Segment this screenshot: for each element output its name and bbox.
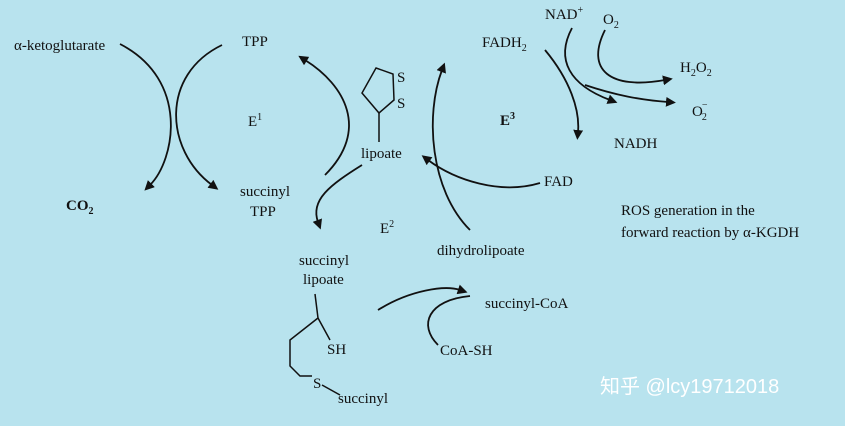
succinyl-tpp-label-line2: TPP (250, 204, 276, 220)
s-succinyl-label: succinyl (338, 391, 388, 407)
nad-label: NAD+ (545, 5, 584, 23)
ros-caption-line1: ROS generation in the (621, 203, 755, 219)
fad-label: FAD (544, 174, 573, 190)
fadh2-label: FADH2 (482, 35, 527, 54)
e3-dihydrolipoate-arc (431, 62, 471, 231)
succinyl-s-label: S (313, 376, 321, 392)
succinyl-lipoate-label-line2: lipoate (303, 272, 344, 288)
e3-fad-arc (421, 155, 541, 189)
lipoate-label: lipoate (361, 146, 402, 162)
succinyl-lipoate-label-line1: succinyl (299, 253, 349, 269)
coa-sh-label: CoA-SH (440, 343, 493, 359)
e1-tpp-arc (175, 44, 223, 190)
ros-caption-line2: forward reaction by α-KGDH (621, 225, 799, 241)
fadh2-to-fad-arc (544, 49, 584, 140)
succinyl-tpp-label-line1: succinyl (240, 184, 290, 200)
o2-label: O2 (603, 12, 619, 31)
succinyl-coa-arc (377, 284, 468, 311)
dihydrolipoate-label: dihydrolipoate (437, 243, 525, 259)
lipoate-sulfur-2: S (397, 96, 405, 112)
succinyl-coa-label: succinyl-CoA (485, 296, 568, 312)
co2-label: CO2 (66, 198, 94, 217)
nad-to-nadh-arc (564, 27, 618, 104)
tpp-label: TPP (242, 34, 268, 50)
superoxide-label: O2− (692, 100, 708, 123)
lipoate-sulfur-1: S (397, 70, 405, 86)
e1-substrate-arc (119, 43, 172, 191)
e2-label: E2 (380, 219, 394, 237)
o2-to-superoxide-arc (584, 84, 676, 107)
coa-sh-arc (427, 295, 471, 346)
tpp-regeneration-arc (298, 55, 350, 176)
nadh-label: NADH (614, 136, 657, 152)
sh-label: SH (327, 342, 346, 358)
e3-label: E3 (500, 111, 515, 129)
zhihu-watermark: 知乎 @lcy19712018 (600, 375, 779, 398)
lipoate-ring (361, 67, 395, 142)
lipoate-transfer-arc (312, 164, 363, 230)
alpha-ketoglutarate-label: α-ketoglutarate (14, 38, 105, 54)
o2-to-h2o2-arc (597, 29, 673, 86)
h2o2-label: H2O2 (680, 60, 712, 79)
succinyl-lipoate-chain (289, 293, 341, 396)
e1-label: E1 (248, 112, 262, 130)
